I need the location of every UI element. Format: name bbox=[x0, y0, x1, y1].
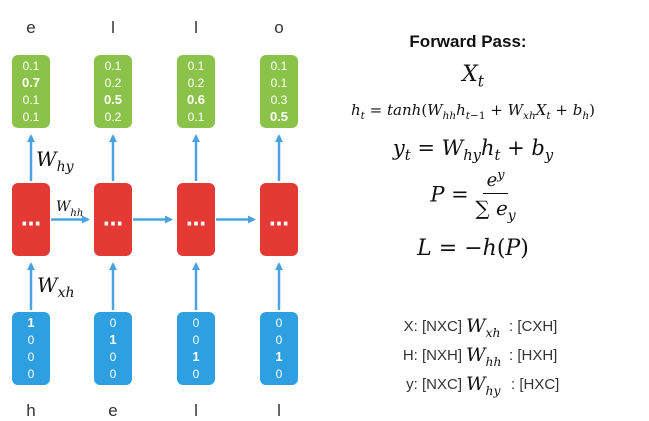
output-vector-box bbox=[260, 55, 298, 128]
input-value: 0 bbox=[193, 333, 200, 347]
shape-y-label: y: [NXC] bbox=[406, 376, 462, 393]
weight-whh-symbol: Whh bbox=[466, 344, 502, 369]
output-value: 0.2 bbox=[105, 76, 122, 90]
input-value: 0 bbox=[276, 333, 283, 347]
output-vector-box bbox=[177, 55, 215, 128]
output-value: 0.5 bbox=[270, 109, 288, 124]
output-vector-box bbox=[12, 55, 50, 128]
input-char-label: l bbox=[277, 401, 281, 420]
output-char-label: l bbox=[194, 18, 198, 37]
input-char-label: e bbox=[108, 401, 117, 420]
shape-row-y: y: [NXC] Why : [HXC] bbox=[318, 373, 638, 398]
input-value: 0 bbox=[110, 367, 117, 381]
input-vector-box bbox=[260, 312, 298, 385]
weight-why-label: Why bbox=[36, 147, 75, 175]
shape-h-label: H: [NXH] bbox=[402, 347, 462, 364]
input-vector-box bbox=[177, 312, 215, 385]
input-value: 0 bbox=[193, 367, 200, 381]
equation-output: yt = Whyht + by bbox=[392, 136, 554, 165]
hidden-state-dots: … bbox=[269, 207, 289, 231]
input-value: 1 bbox=[192, 349, 199, 364]
input-value: 0 bbox=[28, 367, 35, 381]
shape-whh-dims: : [HXH] bbox=[509, 347, 558, 364]
equation-softmax: P = ey∑ ey bbox=[430, 168, 516, 224]
input-value: 0 bbox=[276, 367, 283, 381]
input-value: 0 bbox=[110, 316, 117, 330]
input-value: 1 bbox=[275, 349, 282, 364]
output-value: 0.1 bbox=[271, 76, 288, 90]
output-vector-box bbox=[94, 55, 132, 128]
hidden-state-dots: … bbox=[103, 207, 123, 231]
input-value: 0 bbox=[110, 350, 117, 364]
hidden-state-dots: … bbox=[186, 207, 206, 231]
input-value: 0 bbox=[28, 333, 35, 347]
output-value: 0.1 bbox=[23, 59, 40, 73]
input-char-label: l bbox=[194, 401, 198, 420]
output-char-label: e bbox=[26, 18, 35, 37]
weight-wxh-label: Wxh bbox=[37, 273, 74, 301]
output-value: 0.2 bbox=[105, 110, 122, 124]
input-value: 0 bbox=[28, 350, 35, 364]
weight-wxh-symbol: Wxh bbox=[466, 315, 501, 340]
equation-loss: L = −h(P) bbox=[417, 236, 529, 261]
hidden-state-box bbox=[260, 183, 298, 256]
equations-panel: Forward Pass: Xt ht = tanh(Whhht−1 + Wxh… bbox=[318, 0, 638, 421]
output-value: 0.1 bbox=[188, 110, 205, 124]
input-value: 0 bbox=[276, 316, 283, 330]
input-value: 1 bbox=[109, 332, 116, 347]
shape-x-label: X: [NXC] bbox=[403, 318, 462, 335]
input-char-label: h bbox=[26, 401, 35, 420]
shape-wxh-dims: : [CXH] bbox=[509, 318, 558, 335]
output-char-label: l bbox=[111, 18, 115, 37]
input-value: 1 bbox=[27, 315, 34, 330]
hidden-state-box bbox=[12, 183, 50, 256]
output-value: 0.1 bbox=[23, 93, 40, 107]
rnn-diagram: 0.1 0.7 0.1 0.1 … 1 0 0 0 0.1 0.2 0.5 0.2 … 0 1 0 0 0.1 0.2… bbox=[12, 18, 298, 420]
weight-why-symbol: Why bbox=[466, 373, 501, 398]
output-value: 0.1 bbox=[188, 59, 205, 73]
input-vector-box bbox=[12, 312, 50, 385]
output-value: 0.1 bbox=[23, 110, 40, 124]
output-value: 0.5 bbox=[104, 92, 122, 107]
output-value: 0.6 bbox=[187, 92, 205, 107]
hidden-state-box bbox=[94, 183, 132, 256]
output-value: 0.1 bbox=[271, 59, 288, 73]
input-value: 0 bbox=[193, 316, 200, 330]
forward-pass-title: Forward Pass: bbox=[409, 32, 527, 51]
hidden-state-box bbox=[177, 183, 215, 256]
input-vector-box bbox=[94, 312, 132, 385]
weight-whh-label: Whh bbox=[56, 199, 83, 219]
equation-hidden: ht = tanh(Whhht−1 + WxhXt + bh) bbox=[351, 101, 595, 122]
output-value: 0.1 bbox=[105, 59, 122, 73]
equation-input: Xt bbox=[462, 62, 484, 91]
output-value: 0.2 bbox=[188, 76, 205, 90]
output-value: 0.3 bbox=[271, 93, 288, 107]
output-char-label: o bbox=[274, 18, 283, 37]
shape-why-dims: : [HXC] bbox=[511, 376, 560, 393]
output-value: 0.7 bbox=[22, 75, 40, 90]
shape-row-h: H: [NXH] Whh : [HXH] bbox=[318, 344, 638, 369]
shape-row-x: X: [NXC] Wxh : [CXH] bbox=[318, 315, 638, 340]
hidden-state-dots: … bbox=[21, 207, 41, 231]
